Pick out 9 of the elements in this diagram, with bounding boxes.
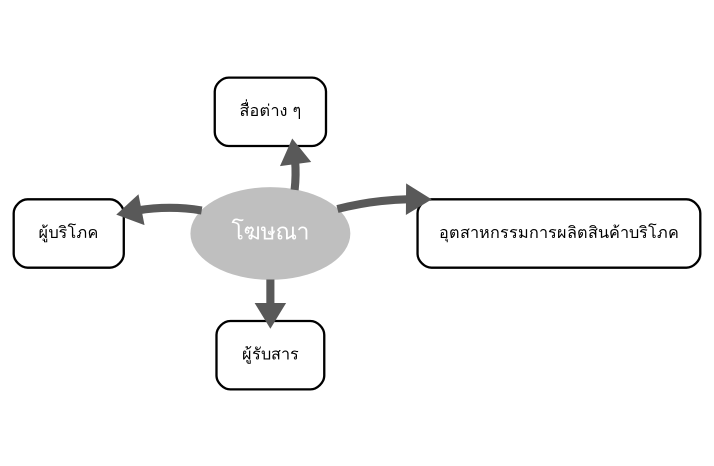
- node-box: ผู้บริโภค: [12, 198, 125, 268]
- node-box: สื่อต่าง ๆ: [214, 76, 328, 147]
- arrow: [254, 278, 286, 328]
- arrow: [280, 138, 312, 190]
- node-ellipse: โฆษณา: [190, 186, 350, 280]
- node-box: อุตสาหกรรมการผลิตสินค้าบริโภค: [416, 198, 702, 268]
- arrow: [336, 182, 432, 214]
- node-box: ผู้รับสาร: [215, 319, 326, 390]
- arrow: [116, 194, 202, 225]
